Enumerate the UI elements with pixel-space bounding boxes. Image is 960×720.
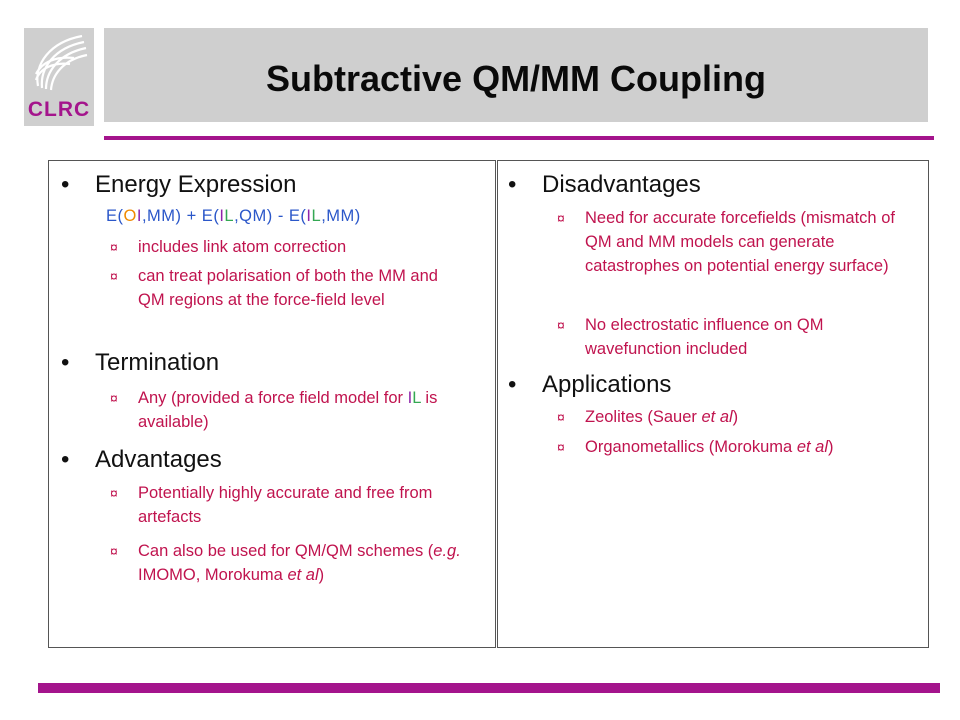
termination-i: I: [407, 389, 413, 407]
application-text: Zeolites (Sauer: [585, 408, 702, 426]
page-title: Subtractive QM/MM Coupling: [266, 58, 766, 99]
advantage-item-qmqm: ¤ Can also be used for QM/QM schemes (e.…: [110, 539, 483, 587]
logo-text: CLRC: [27, 98, 91, 121]
termination-text: is available): [138, 389, 438, 431]
advantage-text-italic: et al: [287, 566, 319, 584]
title-bar: Subtractive QM/MM Coupling: [104, 28, 928, 122]
disadvantage-text: No electrostatic influence on QM wavefun…: [585, 316, 824, 358]
bullet: •: [61, 171, 70, 198]
energy-item-link-atom: ¤ includes link atom correction: [110, 235, 478, 259]
formula-i: I: [136, 207, 142, 225]
energy-item-text: can treat polarisation of both the MM an…: [138, 267, 438, 309]
formula-part: ,MM): [321, 207, 361, 225]
advantage-text: Potentially highly accurate and free fro…: [138, 484, 433, 526]
title-divider: [104, 136, 934, 140]
sub-bullet: ¤: [110, 485, 118, 501]
energy-expression-heading: • Energy Expression: [61, 171, 297, 199]
left-panel: • Energy Expression E(OI,MM) + E(IL,QM) …: [48, 160, 496, 648]
application-item-zeolites: ¤ Zeolites (Sauer et al): [557, 405, 907, 429]
sub-bullet: ¤: [557, 409, 565, 425]
application-item-organometallics: ¤ Organometallics (Morokuma et al): [557, 435, 915, 459]
advantage-text: ): [318, 566, 325, 584]
formula-l: L: [224, 207, 235, 225]
application-text: Organometallics (Morokuma: [585, 438, 797, 456]
termination-heading-text: Termination: [95, 349, 220, 376]
right-panel: • Disadvantages ¤ Need for accurate forc…: [497, 160, 929, 648]
application-text-italic: et al: [701, 408, 733, 426]
energy-formula: E(OI,MM) + E(IL,QM) - E(IL,MM): [106, 207, 361, 226]
sub-bullet: ¤: [110, 390, 118, 406]
applications-heading-text: Applications: [542, 371, 672, 398]
application-text: ): [732, 408, 739, 426]
termination-text: Any (provided a force field model for: [138, 389, 408, 407]
sub-bullet: ¤: [557, 210, 565, 226]
formula-i: I: [219, 207, 225, 225]
energy-item-text: includes link atom correction: [138, 238, 347, 256]
sub-bullet: ¤: [557, 439, 565, 455]
termination-heading: • Termination: [61, 349, 220, 377]
disadvantage-item-electrostatic: ¤ No electrostatic influence on QM wavef…: [557, 313, 907, 361]
bullet: •: [61, 349, 70, 376]
sub-bullet: ¤: [110, 268, 118, 284]
bullet: •: [508, 371, 517, 398]
advantages-heading-text: Advantages: [95, 446, 222, 473]
sub-bullet: ¤: [110, 239, 118, 255]
disadvantage-item-forcefields: ¤ Need for accurate forcefields (mismatc…: [557, 206, 907, 278]
clrc-logo: CLRC: [24, 28, 94, 126]
formula-part: E(: [106, 207, 124, 225]
sub-bullet: ¤: [110, 543, 118, 559]
disadvantages-heading: • Disadvantages: [508, 171, 701, 199]
clrc-swirl-icon: [34, 34, 88, 91]
application-text: ): [828, 438, 834, 456]
sub-bullet: ¤: [557, 317, 565, 333]
termination-l: L: [412, 389, 421, 407]
applications-heading: • Applications: [508, 371, 672, 399]
advantage-text-italic: e.g.: [433, 542, 461, 560]
formula-i: I: [306, 207, 312, 225]
advantage-text: IMOMO, Morokuma: [138, 566, 288, 584]
disadvantages-heading-text: Disadvantages: [542, 171, 701, 198]
formula-part: ,MM) + E(: [141, 207, 220, 225]
bullet: •: [508, 171, 517, 198]
application-text-italic: et al: [796, 438, 829, 456]
termination-item: ¤ Any (provided a force field model for …: [110, 386, 478, 434]
bottom-divider: [38, 683, 940, 693]
bullet: •: [61, 446, 70, 473]
formula-o: O: [123, 207, 137, 225]
formula-l: L: [311, 207, 322, 225]
disadvantage-text: Need for accurate forcefields (mismatch …: [585, 209, 895, 275]
energy-item-polarisation: ¤ can treat polarisation of both the MM …: [110, 264, 464, 312]
formula-part: ,QM) - E(: [234, 207, 307, 225]
advantage-text: Can also be used for QM/QM schemes (: [138, 542, 434, 560]
advantage-item-accurate: ¤ Potentially highly accurate and free f…: [110, 481, 483, 529]
advantages-heading: • Advantages: [61, 446, 222, 474]
energy-heading-text: Energy Expression: [95, 171, 297, 198]
